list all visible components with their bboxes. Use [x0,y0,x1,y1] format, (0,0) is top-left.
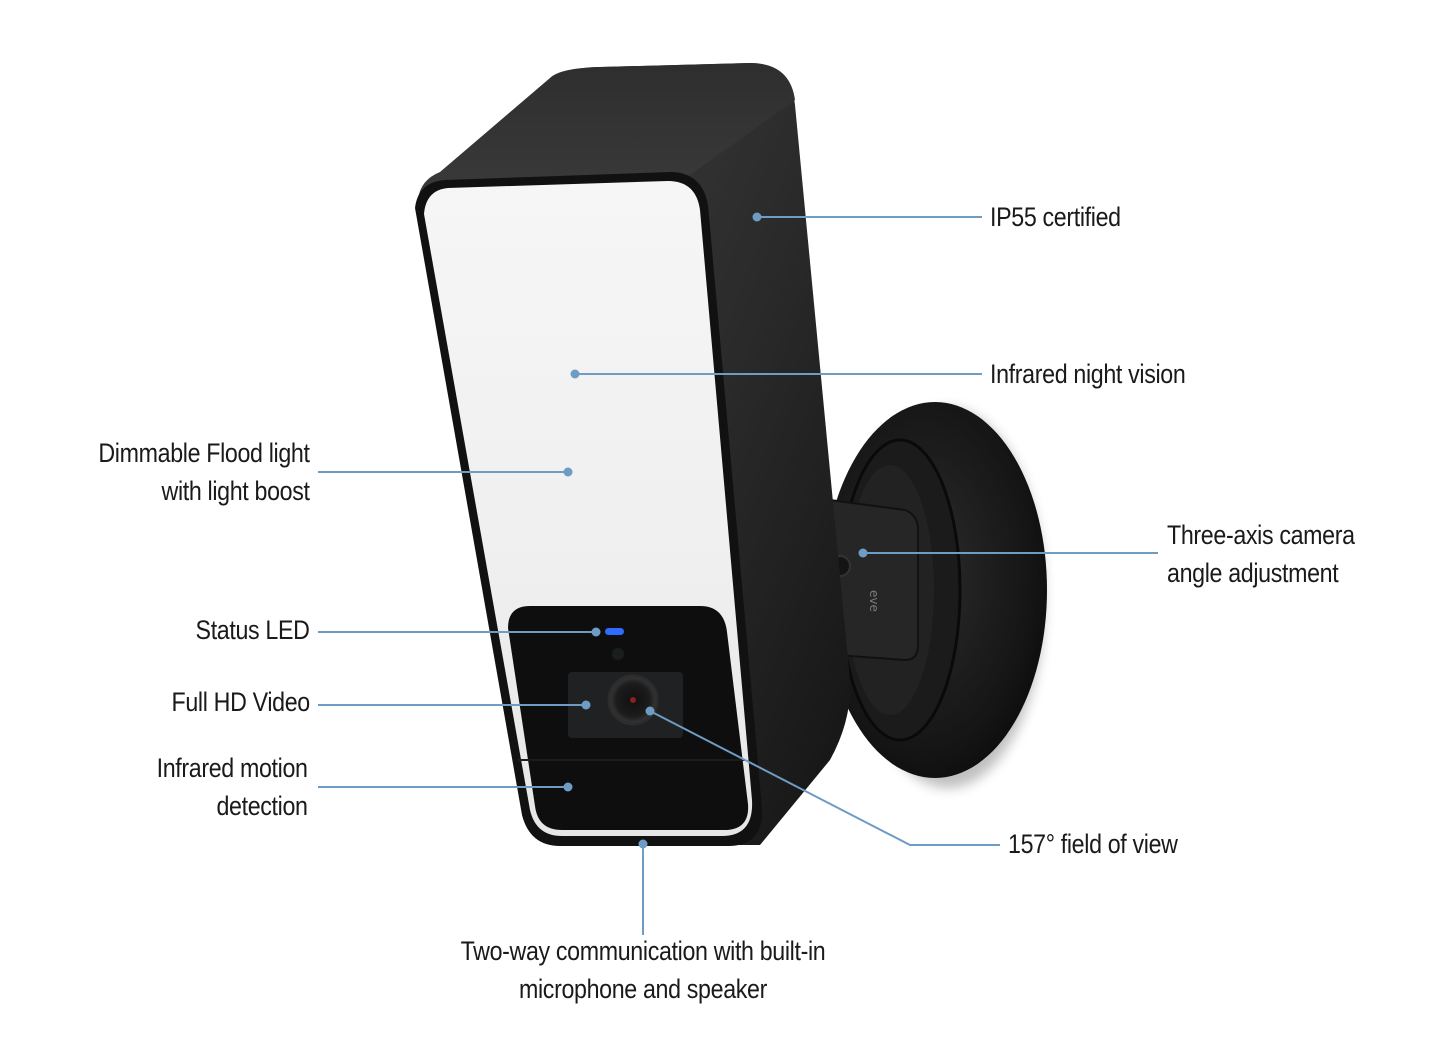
callout-ip55: IP55 certified [990,198,1121,236]
wall-mount: eve [823,402,1047,778]
callout-three-axis: Three-axis camera angle adjustment [1167,516,1355,592]
callout-motion: Infrared motion detection [157,749,308,825]
callout-flood-light: Dimmable Flood light with light boost [98,434,311,510]
callout-two-way: Two-way communication with built-in micr… [385,932,901,1008]
brand-mark: eve [867,590,881,612]
callout-text: angle adjustment [1167,558,1339,588]
callout-text: Three-axis camera [1167,520,1355,550]
callout-text: Two-way communication with built-in [460,936,826,966]
callout-text: 157° field of view [1008,829,1178,859]
callout-text: Dimmable Flood light [98,438,311,468]
callout-text: Full HD Video [171,687,311,717]
callout-text: Infrared motion [156,753,308,783]
callout-status-led: Status LED [196,611,310,649]
callout-fov: 157° field of view [1008,825,1178,863]
callout-text: microphone and speaker [518,974,768,1004]
callout-text: detection [216,791,308,821]
callout-text: IP55 certified [990,202,1121,232]
status-led-indicator [605,628,624,635]
callout-text: Infrared night vision [990,359,1186,389]
callout-dots [563,212,868,849]
callout-lines [318,216,1158,935]
callout-text: with light boost [161,476,310,506]
callout-full-hd: Full HD Video [171,683,311,721]
callout-night-vision: Infrared night vision [990,355,1186,393]
callout-text: Status LED [195,615,310,645]
